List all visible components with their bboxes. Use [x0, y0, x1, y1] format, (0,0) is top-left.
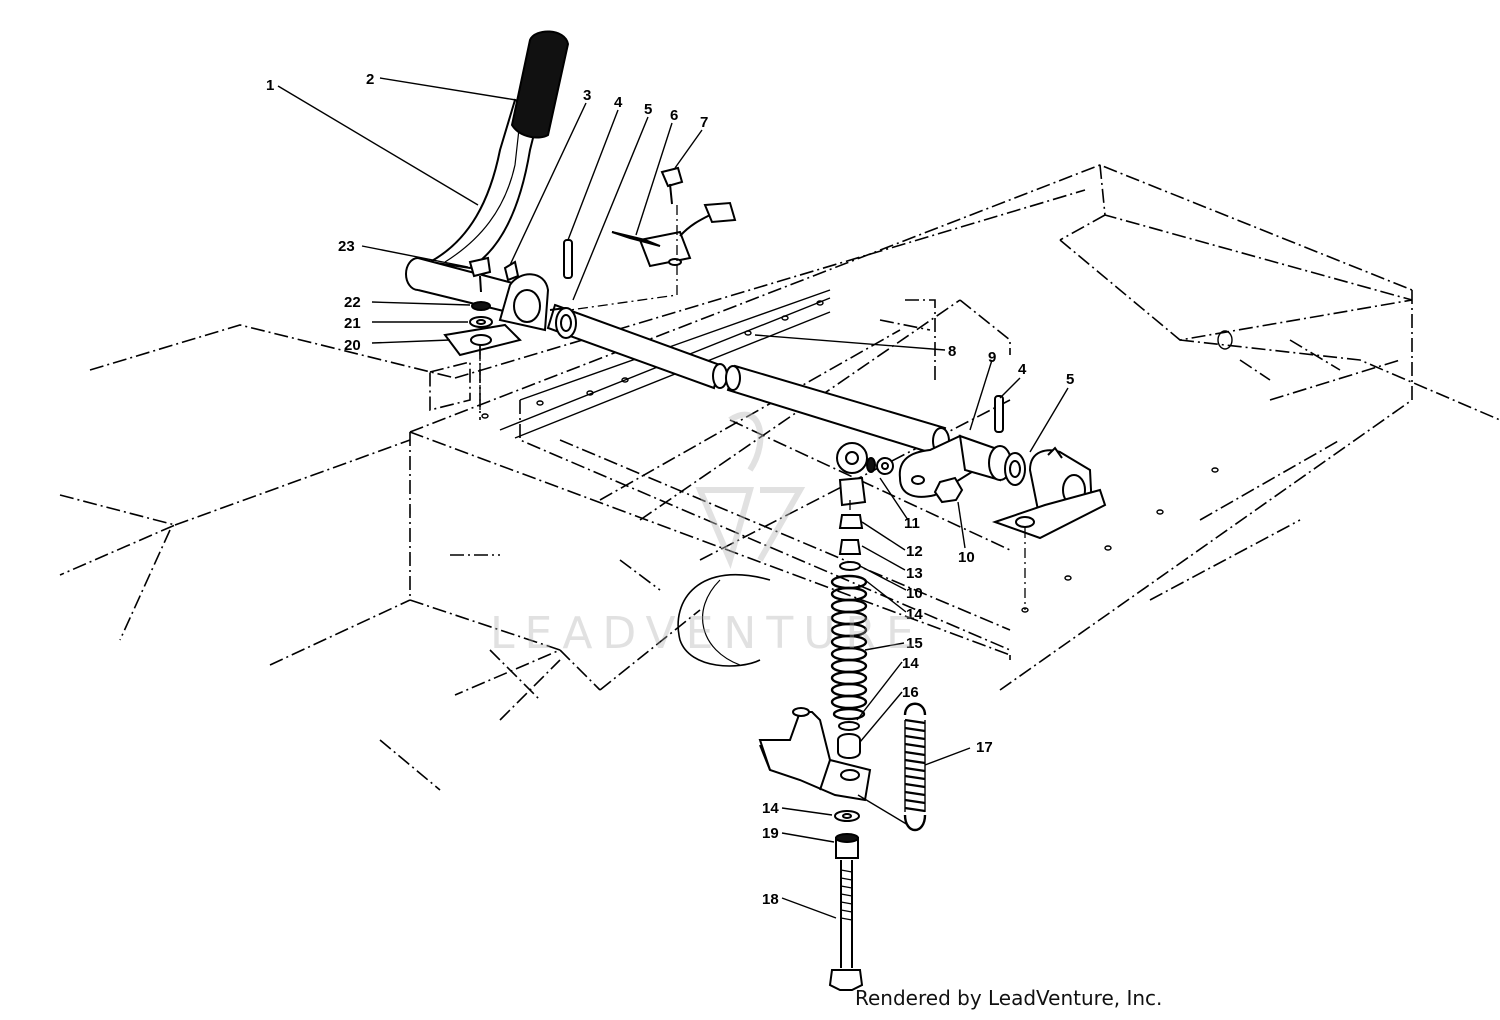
callout-3: 3 — [583, 87, 591, 104]
safety-switch — [611, 201, 737, 268]
centerlines — [479, 205, 1026, 610]
callout-6: 6 — [670, 107, 678, 124]
callout-5-left: 5 — [644, 101, 652, 118]
lower-bolt-assembly — [828, 810, 864, 991]
callout-14-upper: 14 — [906, 606, 923, 623]
callout-22: 22 — [344, 294, 361, 311]
watermark-text: LEADVENTURE — [490, 608, 924, 659]
left-pivot-bracket — [405, 257, 550, 357]
callout-numbers: 1 2 3 4 5 6 7 8 9 4 5 10 11 12 13 10 14 … — [266, 71, 1074, 908]
credit-text: Rendered by LeadVenture, Inc. — [855, 986, 1163, 1010]
frame-cutout-inner — [702, 579, 741, 666]
callout-15: 15 — [906, 635, 923, 652]
roll-pin-left — [563, 239, 573, 279]
roll-pin-right — [994, 395, 1004, 433]
callout-4-right: 4 — [1018, 361, 1027, 378]
chassis-frame — [59, 164, 1500, 791]
callout-2: 2 — [366, 71, 374, 88]
callout-10-right: 10 — [958, 549, 975, 566]
callout-17: 17 — [976, 739, 993, 756]
leader-lines — [277, 77, 1069, 919]
callout-20: 20 — [344, 337, 361, 354]
callout-10-stack: 10 — [906, 585, 923, 602]
lower-spacer — [837, 721, 861, 759]
compression-spring — [830, 574, 868, 721]
callout-19: 19 — [762, 825, 779, 842]
bolt-and-washers-left — [468, 256, 493, 328]
callout-4-left: 4 — [614, 94, 623, 111]
callout-18: 18 — [762, 891, 779, 908]
extension-spring — [903, 702, 927, 832]
frame-cutout — [677, 574, 771, 667]
callout-8: 8 — [948, 343, 956, 360]
callout-21: 21 — [344, 315, 361, 332]
callout-12: 12 — [906, 543, 923, 560]
lower-pivot-casting — [758, 707, 872, 802]
rod-end — [836, 442, 894, 507]
callout-5-right: 5 — [1066, 371, 1074, 388]
callout-13: 13 — [906, 565, 923, 582]
right-lever-arm — [898, 434, 1026, 498]
callout-11: 11 — [904, 515, 920, 532]
lever-grip — [510, 30, 570, 139]
callout-7: 7 — [700, 114, 708, 131]
callout-23: 23 — [338, 238, 355, 255]
cross-shaft-tube — [546, 303, 950, 457]
callout-9: 9 — [988, 349, 996, 366]
spring-hook-line — [857, 794, 909, 826]
callout-16: 16 — [902, 684, 919, 701]
callout-1: 1 — [266, 77, 274, 94]
jam-nut-stack — [838, 514, 864, 571]
callout-14-middle: 14 — [902, 655, 919, 672]
right-pivot-bracket — [991, 446, 1107, 540]
left-mount-block — [429, 345, 481, 420]
frame-holes — [481, 300, 1233, 613]
switch-bolt — [660, 166, 684, 205]
callout-14-lower: 14 — [762, 800, 779, 817]
nut-right — [933, 476, 964, 504]
watermark-logo — [695, 411, 806, 569]
left-bushing — [549, 307, 577, 339]
